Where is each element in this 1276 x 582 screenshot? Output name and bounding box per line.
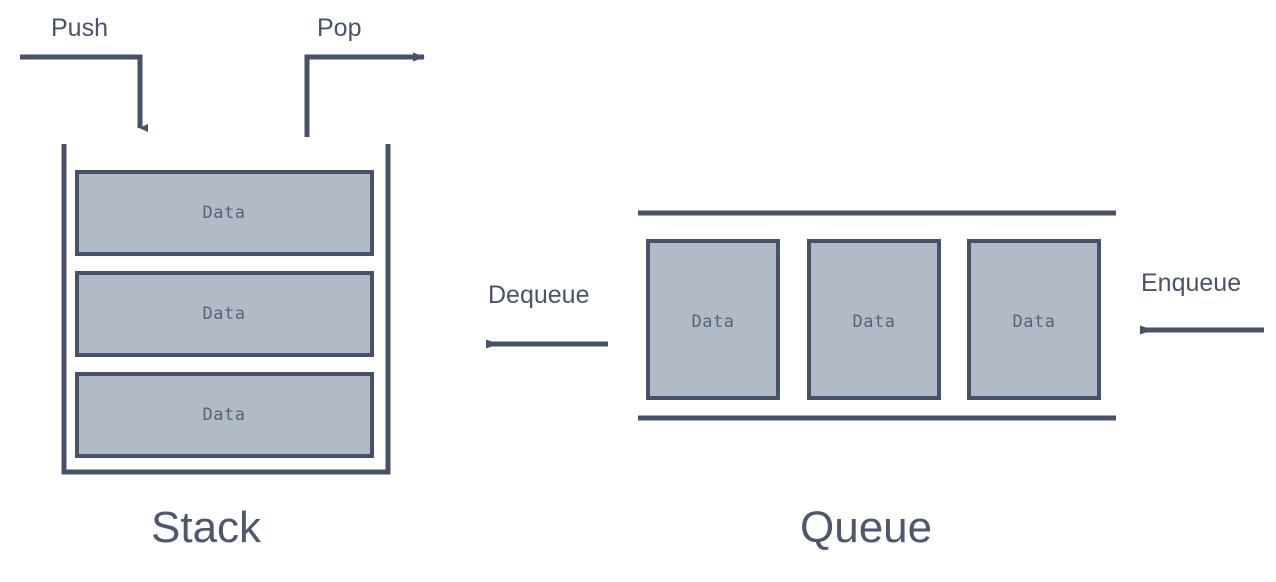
queue-item-box [967, 239, 1101, 400]
push-arrow [20, 54, 148, 132]
queue-item-label: Data [1012, 312, 1056, 332]
stack-item-box [75, 271, 374, 357]
queue-item-label: Data [852, 312, 896, 332]
stack-item-box [75, 170, 374, 256]
stack-item-label: Data [202, 203, 246, 223]
dequeue-label: Dequeue [488, 281, 590, 309]
queue-item-box [646, 239, 780, 400]
stack-item-label: Data [202, 405, 246, 425]
queue-rails [638, 210, 1116, 421]
stack-item-box [75, 372, 374, 458]
queue-item-box [807, 239, 941, 400]
push-label: Push [51, 14, 108, 42]
enqueue-label: Enqueue [1141, 269, 1242, 297]
stack-container [61, 144, 391, 475]
queue-item-label: Data [691, 312, 735, 332]
queue-title: Queue [800, 503, 933, 552]
pop-arrow [304, 52, 425, 137]
stack-item-label: Data [202, 304, 246, 324]
queue-items [646, 239, 1101, 400]
pop-label: Pop [317, 14, 362, 42]
stack-items [75, 170, 374, 458]
stack-title: Stack [151, 503, 262, 552]
